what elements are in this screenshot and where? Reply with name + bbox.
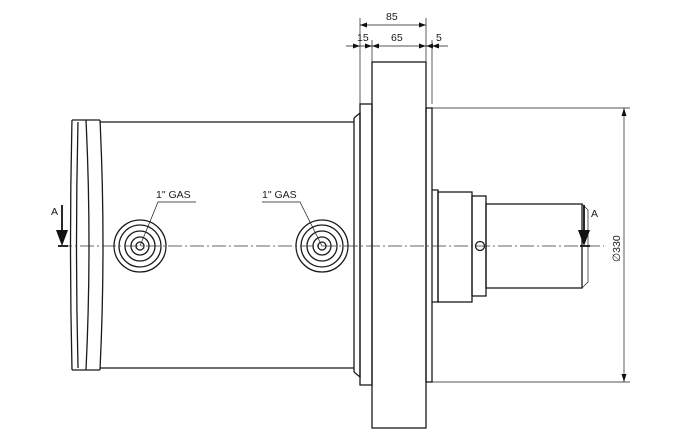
dim-seg-65: 65: [391, 32, 403, 44]
cylinder-body: [69, 111, 361, 379]
section-label-left: A: [51, 206, 58, 218]
section-marker-left: [56, 205, 68, 247]
dim-seg-15: 15: [357, 32, 369, 44]
flange: [359, 61, 433, 429]
port-2-label: 1" GAS: [262, 189, 297, 201]
dimension-diameter: [432, 107, 630, 383]
dim-seg-5: 5: [436, 32, 442, 44]
section-label-right: A: [591, 208, 598, 220]
dimension-lines-top: [346, 18, 448, 104]
section-marker-right: [578, 205, 590, 247]
port-leaders: [139, 201, 323, 247]
dim-diameter-330: ∅330: [611, 235, 623, 262]
dim-overall-85: 85: [386, 11, 398, 23]
port-1-label: 1" GAS: [156, 189, 191, 201]
